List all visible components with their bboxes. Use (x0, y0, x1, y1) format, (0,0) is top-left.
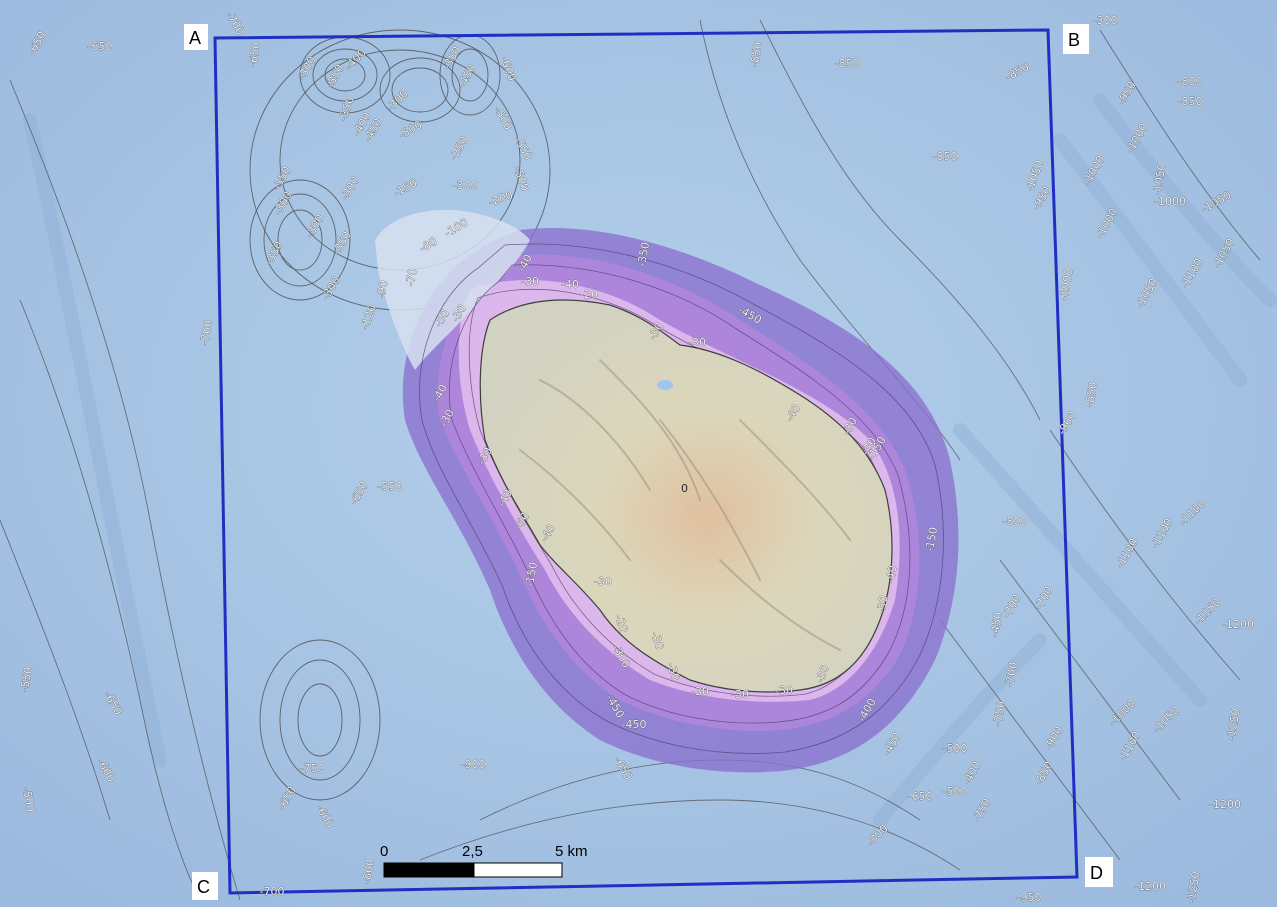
contour-label: -300 (1093, 14, 1118, 27)
contour-label: -70 (404, 267, 420, 287)
scale-tick-2-5: 2,5 (462, 843, 483, 860)
contour-label: -750 (300, 762, 325, 775)
contour-label: -1250 (1184, 871, 1202, 905)
contour-label: -30 (691, 685, 709, 698)
regional-contours (0, 19, 1261, 901)
contour-label: -90 (375, 279, 391, 299)
contour-label: -1200 (1209, 798, 1241, 811)
contour-label: -450 (988, 611, 1005, 638)
corner-b-box (1063, 24, 1089, 54)
contour-label: -1250 (1224, 708, 1242, 742)
contour-label: -850 (1178, 95, 1203, 108)
contour-label: -30 (775, 684, 793, 697)
contour-label: -1050 (1150, 163, 1168, 197)
crater-lake (657, 380, 673, 390)
corner-a-box (184, 24, 208, 50)
contour-label: -550 (18, 666, 35, 693)
contour-label: -800 (360, 858, 377, 885)
contour-label: -750 (991, 700, 1008, 727)
contour-label: -20 (612, 613, 630, 634)
corner-label-b: B (1068, 30, 1080, 50)
contour-label: -20 (580, 288, 598, 301)
contour-label: -500 (20, 786, 37, 813)
study-area-frame (213, 28, 1079, 895)
contour-label: -650 (246, 41, 263, 68)
scale-bar-white-segment (473, 862, 563, 878)
contour-label: -300 (453, 179, 478, 192)
contour-label: -800 (1178, 75, 1203, 88)
contour-label: -800 (1003, 515, 1028, 528)
island-land (479, 299, 893, 693)
contour-label: -1200 (1222, 618, 1254, 631)
contour-label: -30 (648, 630, 666, 651)
nw-bank (375, 209, 530, 370)
contour-label: -30 (731, 688, 749, 701)
corner-labels: A B C D (184, 24, 1113, 900)
contour-label: -650 (88, 40, 113, 53)
island-relief (519, 359, 851, 651)
contour-label: -700 (198, 319, 215, 346)
contour-label: -30 (521, 275, 539, 288)
contour-label: -30 (664, 661, 682, 682)
scale-bar: 0 2,5 5 km (380, 843, 588, 878)
contour-label: -30 (688, 336, 706, 349)
contour-label: -30 (814, 663, 832, 684)
contour-label: -850 (835, 57, 860, 70)
contour-label: -500 (943, 785, 968, 798)
nw-seamount-contours (249, 29, 551, 801)
contour-label: -40 (884, 564, 900, 584)
contour-label: -1000 (1057, 268, 1075, 302)
contour-label: -30 (875, 594, 891, 614)
contour-label: -700 (260, 885, 285, 898)
contour-label: -1000 (1154, 195, 1186, 208)
seafloor-relief (23, 93, 1277, 827)
corner-label-d: D (1090, 863, 1103, 883)
contour-label: -40 (561, 278, 579, 291)
contour-label: -850 (748, 41, 765, 68)
contour-label: -900 (461, 758, 486, 771)
contour-label: -550 (378, 480, 403, 493)
contour-label: -450 (622, 718, 647, 731)
contour-label: -350 (635, 241, 652, 268)
summit-label: 0 (681, 482, 688, 495)
corner-label-a: A (189, 28, 201, 48)
contour-label: -700 (1003, 661, 1020, 688)
corner-d-box (1085, 857, 1113, 887)
contour-label: -500 (943, 742, 968, 755)
contour-label: -30 (594, 575, 612, 588)
contour-label: -850 (1083, 381, 1100, 408)
contour-label: -950 (1017, 891, 1042, 904)
contour-label: -150 (923, 526, 940, 553)
corner-c-box (192, 872, 218, 900)
scale-tick-5-km: 5 km (555, 843, 588, 860)
corner-label-c: C (197, 877, 210, 897)
contour-label: -850 (933, 150, 958, 163)
scale-tick-0: 0 (380, 843, 388, 860)
contour-label: -650 (908, 790, 933, 803)
contour-label: -1200 (1134, 880, 1166, 893)
contour-label: -150 (523, 561, 540, 588)
scale-bar-black-segment (383, 862, 475, 878)
